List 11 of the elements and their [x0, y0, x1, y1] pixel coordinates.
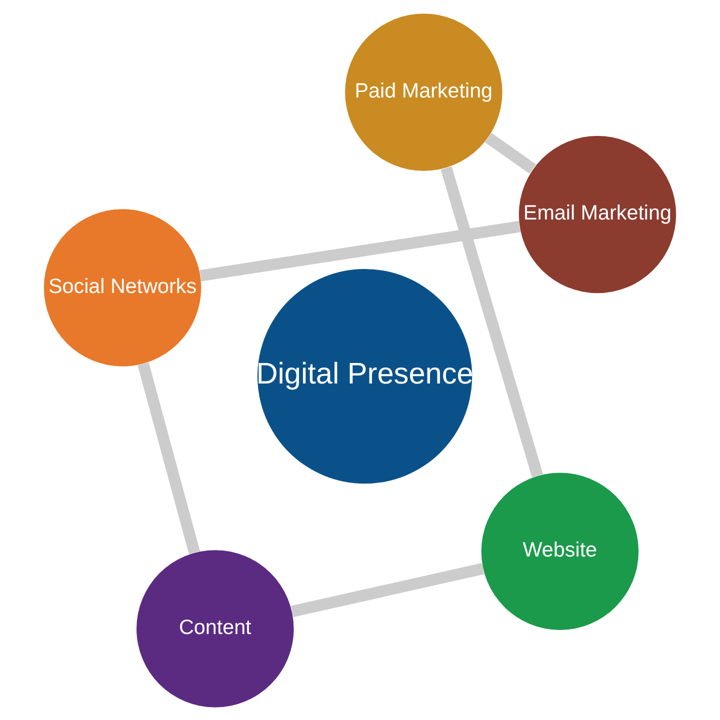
- connector: [484, 132, 536, 174]
- node-circle: Website: [481, 472, 639, 630]
- connector: [200, 220, 520, 281]
- connector: [290, 562, 484, 617]
- node-circle: Paid Marketing: [345, 13, 502, 170]
- connector: [138, 362, 200, 554]
- node-circle: Social Networks: [44, 208, 202, 366]
- node-circle: Content: [136, 550, 294, 707]
- node-circle: Digital Presence: [257, 268, 472, 484]
- connector: [440, 166, 544, 477]
- node-circle: Email Marketing: [518, 135, 676, 293]
